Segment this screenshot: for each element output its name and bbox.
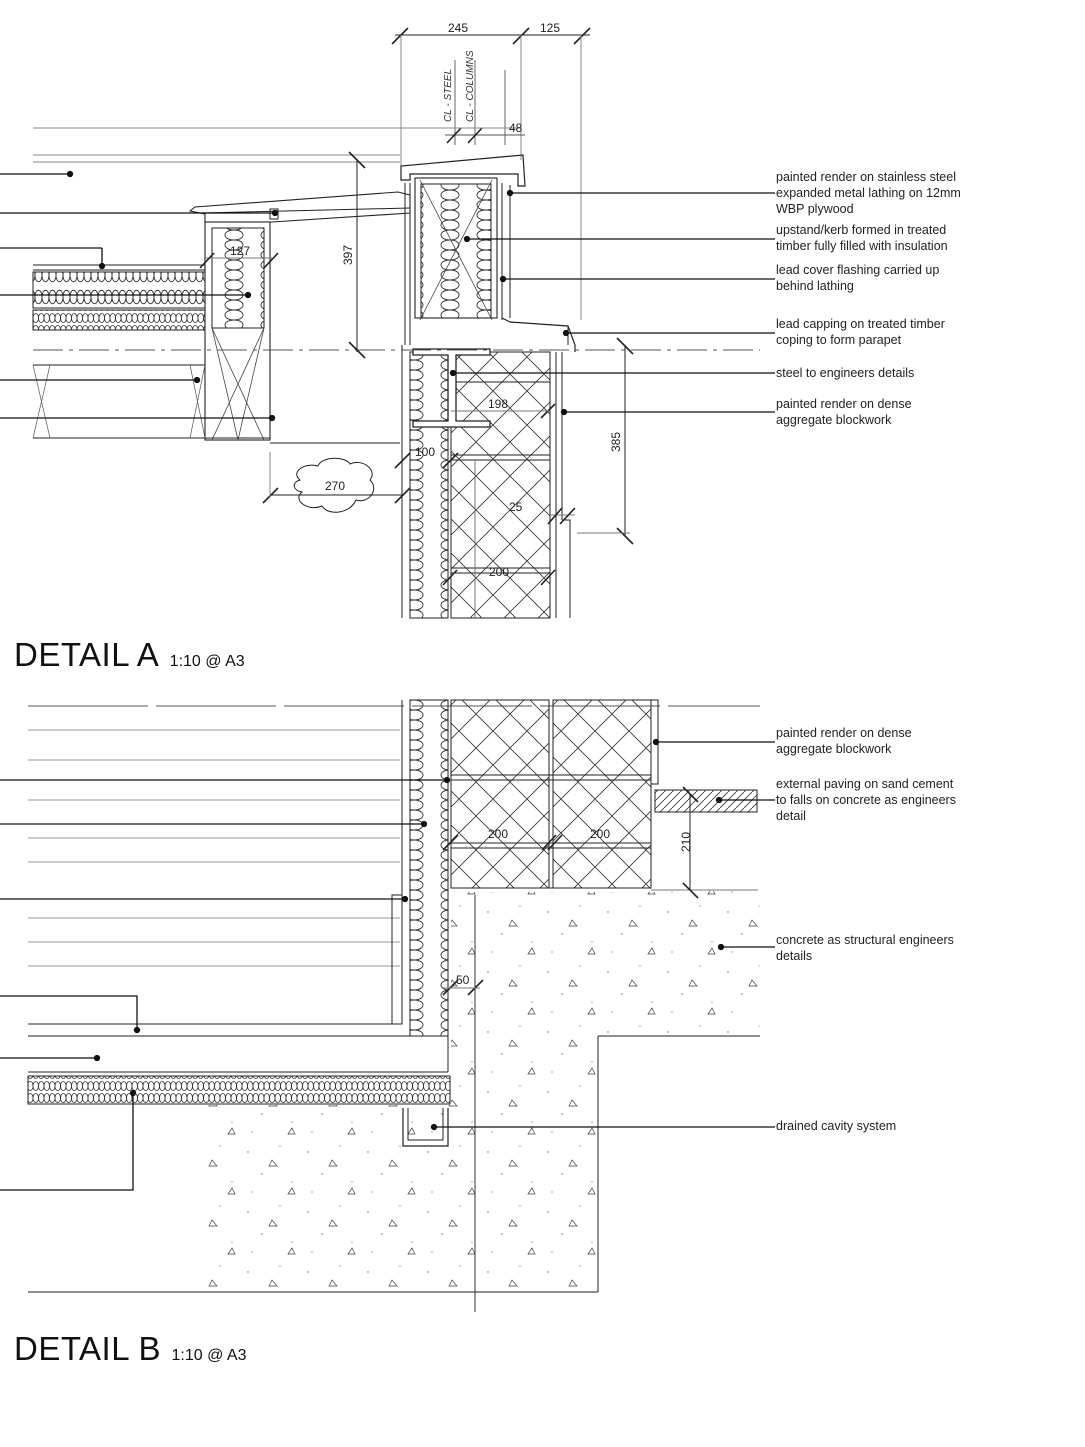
label-lead-cover: lead cover flashing carried up [776, 263, 939, 277]
dim-200: 200 [489, 565, 509, 579]
dim-200-left: 200 [488, 827, 508, 841]
dim-50: 50 [456, 973, 470, 987]
dim-270: 270 [325, 479, 345, 493]
detail-b-right-leaders [430, 738, 775, 1131]
dim-245: 245 [448, 21, 468, 35]
dim-198: 198 [488, 397, 508, 411]
label-render-stainless-3: WBP plywood [776, 202, 854, 216]
dim-385: 385 [609, 432, 623, 452]
dim-25: 25 [509, 500, 523, 514]
detail-a-labels: painted render on stainless steel expand… [776, 170, 961, 427]
label-b-render-2: aggregate blockwork [776, 742, 892, 756]
dim-127: 127 [230, 244, 250, 258]
label-lead-cover-2: behind lathing [776, 279, 854, 293]
detail-b-left-leaders [0, 776, 451, 1191]
detail-b-dimensions: 200 200 210 50 [456, 827, 693, 987]
detail-a-heading: DETAIL A [14, 636, 160, 673]
dim-397: 397 [341, 245, 355, 265]
dim-200-right: 200 [590, 827, 610, 841]
label-render-blockwork-2: aggregate blockwork [776, 413, 892, 427]
label-steel: steel to engineers details [776, 366, 914, 380]
detail-b-title: DETAIL B 1:10 @ A3 [14, 1330, 246, 1368]
dim-100: 100 [415, 445, 435, 459]
label-b-paving: external paving on sand cement [776, 777, 954, 791]
detail-b [0, 699, 775, 1312]
label-b-render: painted render on dense [776, 726, 912, 740]
detail-a-dimensions: 245 125 48 127 198 100 270 25 200 397 38… [230, 21, 623, 579]
label-b-concrete-2: details [776, 949, 812, 963]
dim-125: 125 [540, 21, 560, 35]
detail-a-right-leaders [449, 189, 775, 416]
label-b-paving-3: detail [776, 809, 806, 823]
detail-b-labels: painted render on dense aggregate blockw… [776, 726, 956, 1133]
label-upstand-2: timber fully filled with insulation [776, 239, 948, 253]
label-render-stainless-2: expanded metal lathing on 12mm [776, 186, 961, 200]
label-upstand: upstand/kerb formed in treated [776, 223, 946, 237]
detail-b-heading: DETAIL B [14, 1330, 162, 1367]
label-lead-capping: lead capping on treated timber [776, 317, 945, 331]
label-render-blockwork: painted render on dense [776, 397, 912, 411]
label-b-concrete: concrete as structural engineers [776, 933, 954, 947]
dim-210: 210 [679, 832, 693, 852]
label-b-paving-2: to falls on concrete as engineers [776, 793, 956, 807]
detail-a [0, 27, 775, 619]
detail-a-left-leaders [0, 170, 279, 422]
detail-a-scale: 1:10 @ A3 [169, 653, 245, 670]
label-render-stainless: painted render on stainless steel [776, 170, 956, 184]
detail-a-title: DETAIL A 1:10 @ A3 [14, 636, 245, 674]
detail-b-scale: 1:10 @ A3 [171, 1347, 247, 1364]
cl-steel: CL - STEEL [443, 69, 454, 122]
dim-48: 48 [509, 121, 523, 135]
label-lead-capping-2: coping to form parapet [776, 333, 902, 347]
cl-columns: CL - COLUMNS [465, 50, 476, 122]
label-b-drained-cavity: drained cavity system [776, 1119, 896, 1133]
